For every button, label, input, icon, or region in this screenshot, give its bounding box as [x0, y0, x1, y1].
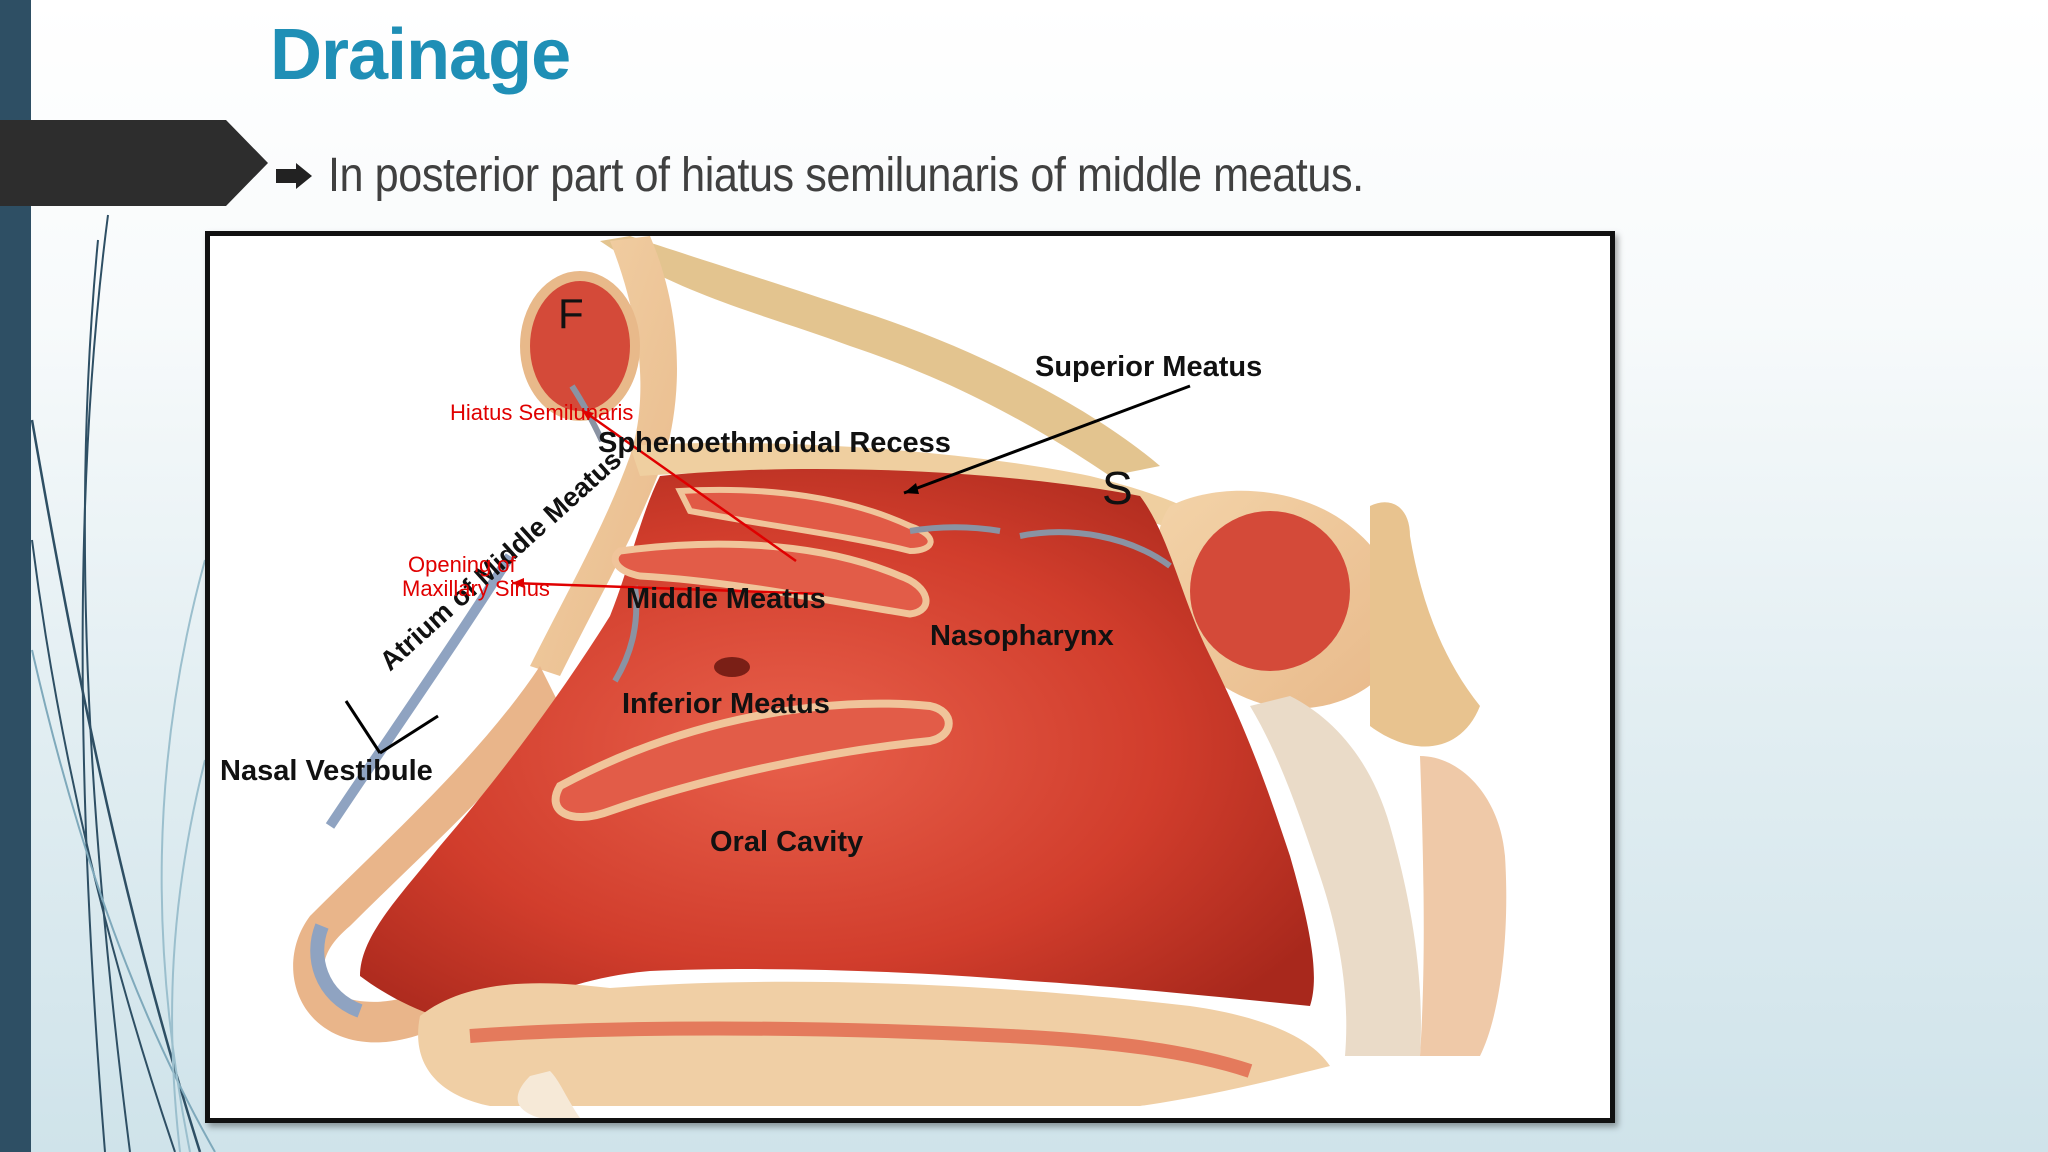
decorative-lines: [30, 214, 216, 1152]
label-nasopharynx: Nasopharynx: [930, 620, 1114, 652]
label-middle-meatus: Middle Meatus: [626, 583, 826, 615]
bullet-text: In posterior part of hiatus semilunaris …: [328, 149, 1364, 202]
bullet-point: In posterior part of hiatus semilunaris …: [276, 148, 1479, 203]
anatomy-illustration: F S Superior Meatus Sphenoethmoidal Rece…: [220, 236, 1507, 1118]
label-sphenoethmoidal-recess: Sphenoethmoidal Recess: [598, 427, 951, 459]
nasal-cavity-diagram: F S Superior Meatus Sphenoethmoidal Rece…: [205, 231, 1615, 1123]
slide-title: Drainage: [270, 15, 571, 95]
annotation-hiatus-semilunaris: Hiatus Semilunaris: [450, 400, 633, 425]
annotation-opening-line1: Opening of: [408, 552, 517, 577]
label-inferior-meatus: Inferior Meatus: [622, 688, 830, 720]
label-superior-meatus: Superior Meatus: [1035, 351, 1262, 383]
label-nasal-vestibule: Nasal Vestibule: [220, 755, 433, 787]
frontal-sinus-label: F: [558, 290, 584, 337]
label-oral-cavity: Oral Cavity: [710, 826, 863, 858]
sphenoid-sinus-label: S: [1102, 462, 1133, 514]
annotation-opening-line2: Maxillary Sinus: [402, 576, 550, 601]
arrow-tab-shape: [0, 120, 268, 206]
arrow-bullet-icon: [276, 162, 312, 189]
